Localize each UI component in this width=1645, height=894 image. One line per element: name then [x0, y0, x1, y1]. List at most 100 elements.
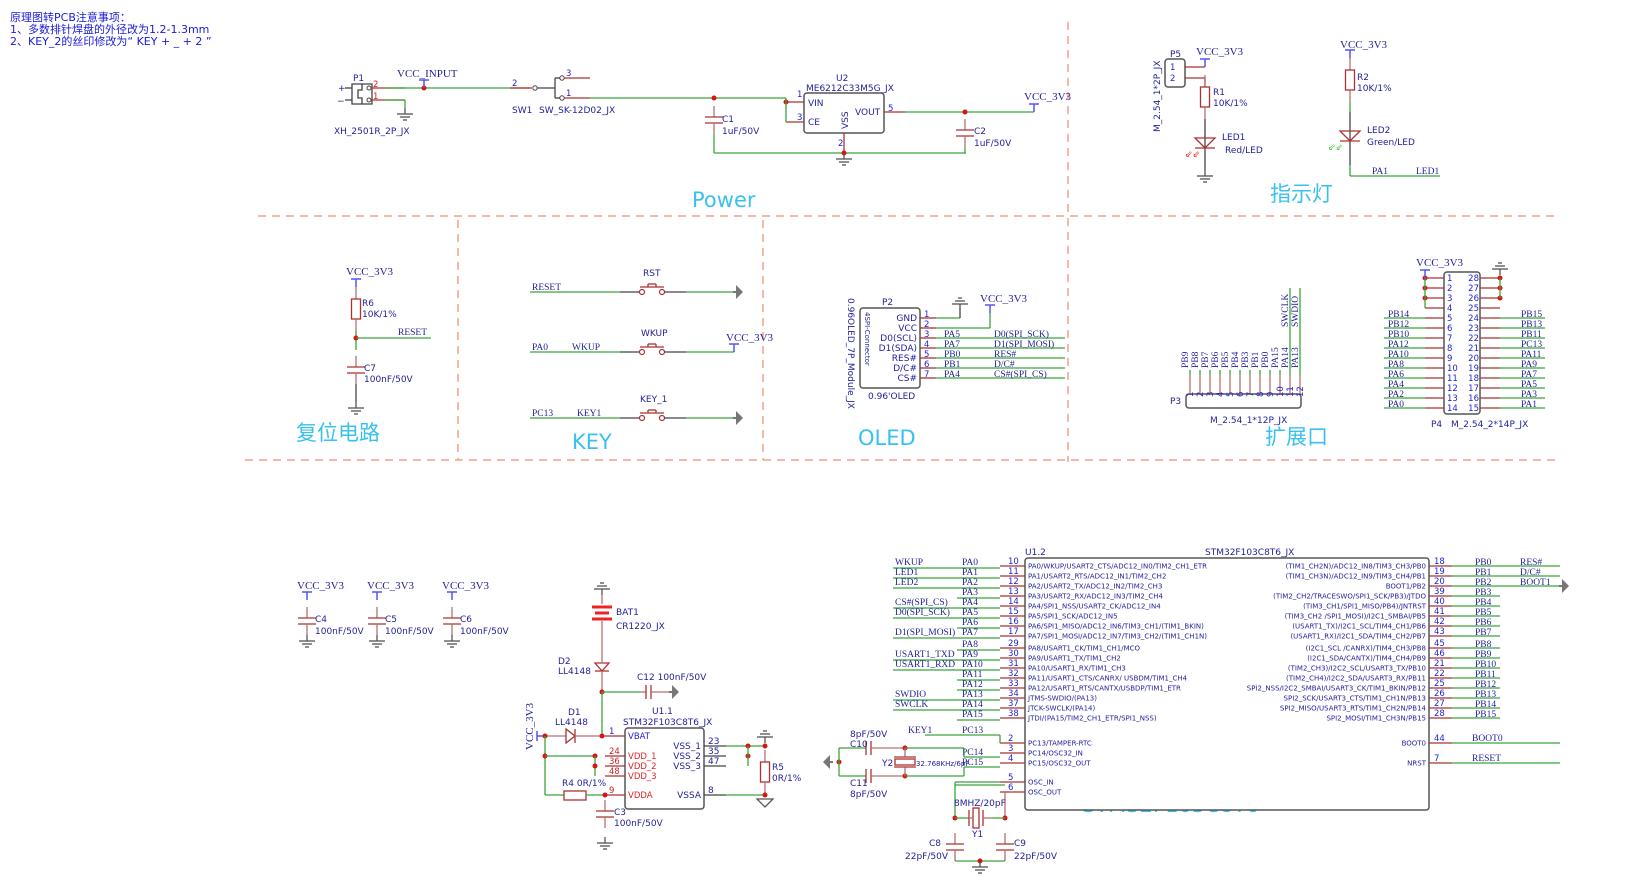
u1-2-net-label: PA12 — [962, 680, 983, 690]
p3-net-label: PB9 — [1181, 351, 1191, 368]
u1-2-pin-name: JTMS-SWDIO/(PA13) — [1027, 695, 1097, 703]
u1-2-pin-name: (I2C1_SCL /CANRX)/TIM4_CH3/PB8 — [1306, 645, 1426, 653]
header-p3[interactable]: P3 M_2.54_1*12P_JX — [1170, 393, 1302, 426]
p4-left-net: PB10 — [1388, 330, 1409, 340]
u1-2-net-label: PB3 — [1475, 588, 1492, 598]
button-wkup[interactable] — [638, 343, 666, 356]
u1-2-net-label: PA0 — [962, 558, 978, 568]
u1-2-pin-name: JTDI/(PA15/TIM2_CH1_ETR/SPI1_NSS) — [1027, 715, 1157, 723]
decap-ref: C4 — [315, 615, 327, 625]
oled-pin-name: VCC — [898, 324, 917, 334]
oled-net-label: PB1 — [944, 360, 961, 370]
u1-2-pin-number: 26 — [1434, 689, 1445, 699]
u1-2-pin-number: 17 — [1008, 627, 1019, 637]
p4-ref: P4 — [1431, 420, 1442, 430]
u1-2-pin-number: 10 — [1008, 557, 1019, 567]
oled-net-label: PA5 — [944, 330, 960, 340]
p4-left-net: PA12 — [1388, 340, 1409, 350]
header-p4[interactable]: P4 M_2.54_2*14P_JX — [1431, 271, 1528, 430]
net-vcc-3v3-r2: VCC_3V3 — [1340, 39, 1388, 51]
oled-signal-label: RES# — [994, 350, 1016, 360]
c10-value: 8pF/50V — [850, 730, 888, 740]
c8-value: 22pF/50V — [905, 852, 949, 862]
p3-net-label: PB1 — [1251, 351, 1261, 368]
p4-right-net: PB15 — [1521, 310, 1542, 320]
c11-ref: C11 — [850, 779, 868, 789]
oled-pin-number: 7 — [924, 370, 929, 380]
c12-label: C12 100nF/50V — [637, 673, 707, 683]
p3-ref: P3 — [1170, 397, 1181, 407]
u1-2-pin-name: PA12/USART1_RTS/CANTX/USBDP/TIM1_ETR — [1028, 685, 1181, 693]
r2-value: 10K/1% — [1357, 84, 1392, 94]
u1-2-signal-label: D/C# — [1520, 568, 1541, 578]
d1-ref: D1 — [568, 708, 581, 718]
p4-left-net: PA10 — [1388, 350, 1409, 360]
u2-pin-vout: VOUT — [855, 108, 881, 118]
regulator-u2[interactable]: U2 ME6212C33M5G_JX VIN CE VOUT VSS 1 3 5… — [797, 74, 894, 149]
p4-pin-right: 20 — [1468, 354, 1479, 364]
switch-sw1[interactable]: 2 3 1 SW1 SW_SK-12D02_JX — [510, 69, 615, 116]
u1-2-net-label: PB11 — [1475, 670, 1496, 680]
p3-pin-number: 12 — [1296, 386, 1306, 397]
net-pa1-indicator: PA1 — [1372, 167, 1388, 177]
p4-pin-left: 1 — [1447, 274, 1452, 284]
u1-2-pin-name: PA8/USART1_CK/TIM1_CH1/MCO — [1028, 645, 1141, 653]
u1-2-net-label: PB1 — [1475, 568, 1492, 578]
oled-net-label: PA4 — [944, 370, 960, 380]
y1-value: 8MHZ/20pF — [954, 799, 1006, 809]
u1-2-pin-number: 6 — [1008, 783, 1013, 793]
p4-right-net: PA1 — [1521, 400, 1537, 410]
p4-pin-right: 25 — [1468, 304, 1479, 314]
p4-pin-right: 22 — [1468, 334, 1479, 344]
p4-pin-right: 21 — [1468, 344, 1479, 354]
u1-2-pin-name: (USART1_TX)/I2C1_SCL/TIM4_CH1/PB6 — [1292, 623, 1426, 631]
u1-2-pin-name: PA4/SPI1_NSS/USART2_CK/ADC12_IN4 — [1028, 603, 1161, 611]
p4-left-net: PA0 — [1388, 400, 1404, 410]
p2-ref: P2 — [882, 298, 893, 308]
net-vcc-3v3-decap: VCC_3V3 — [297, 580, 345, 592]
button-key1[interactable] — [638, 409, 666, 422]
u1-2-pin-number: 7 — [1434, 754, 1439, 764]
u1-2-pin-number: 16 — [1008, 617, 1019, 627]
u1-1-pin-number: 9 — [609, 786, 614, 796]
connector-p1[interactable]: + − P1 XH_2501R_2P_JX 2 1 — [334, 74, 410, 137]
u2-value: ME6212C33M5G_JX — [806, 84, 894, 94]
c3-ref: C3 — [614, 808, 626, 818]
p4-right-net: PA11 — [1521, 350, 1542, 360]
mcu-u1-1[interactable]: U1.1 STM32F103C8T6_JX — [623, 707, 712, 810]
p4-left-net: PA6 — [1388, 370, 1404, 380]
oled-connector-p2[interactable]: P2 0.96'OLED 4SPI-Connector 0.96OLED_7P_… — [845, 298, 921, 409]
u1-1-pin-number: 35 — [708, 747, 719, 757]
oled-section: P2 0.96'OLED 4SPI-Connector 0.96OLED_7P_… — [845, 293, 1065, 409]
u1-1-pin-name: VSS_1 — [673, 742, 701, 752]
c7-value: 100nF/50V — [364, 375, 414, 385]
oled-signal-label: D1(SPI_MOSI) — [994, 339, 1054, 350]
battery-bat1[interactable] — [592, 605, 612, 621]
u1-1-pin-name: VSS_2 — [673, 752, 701, 762]
button-rst[interactable] — [638, 283, 666, 296]
mcu-u1-2[interactable]: U1.2 STM32F103C8T6_JX — [1024, 548, 1430, 811]
sw1-pin-1: 1 — [566, 89, 571, 99]
decap-value: 100nF/50V — [315, 627, 365, 637]
decap-value: 100nF/50V — [460, 627, 510, 637]
section-title-oled: OLED — [858, 426, 916, 450]
u1-2-pin-name: PC13/TAMPER-RTC — [1028, 740, 1092, 748]
p4-right-net: PB11 — [1521, 330, 1542, 340]
p4-right-net: PA3 — [1521, 390, 1537, 400]
u1-1-pin-name: VSS_3 — [673, 762, 701, 772]
p4-pin-left: 2 — [1447, 284, 1452, 294]
header-p5[interactable]: P5 1 2 M_2.54_1*2P_JX — [1153, 50, 1186, 132]
p4-left-net: PB12 — [1388, 320, 1409, 330]
c7-ref: C7 — [364, 364, 376, 374]
u1-2-net-label: PA14 — [962, 700, 983, 710]
u1-2-pin-number: 4 — [1008, 754, 1013, 764]
p3-footprint: M_2.54_1*12P_JX — [1210, 416, 1287, 426]
u1-2-pin-number: 25 — [1434, 679, 1445, 689]
oled-net-label: PA7 — [944, 340, 960, 350]
p3-top-label-swdio: SWDIO — [1291, 296, 1301, 327]
p5-footprint: M_2.54_1*2P_JX — [1153, 60, 1163, 132]
net-vcc-input: VCC_INPUT — [397, 68, 458, 80]
notes-title: 原理图转PCB注意事项： — [10, 11, 131, 24]
u1-2-signal-label: D0(SPI_SCK) — [895, 607, 950, 618]
c2-ref: C2 — [974, 127, 986, 137]
